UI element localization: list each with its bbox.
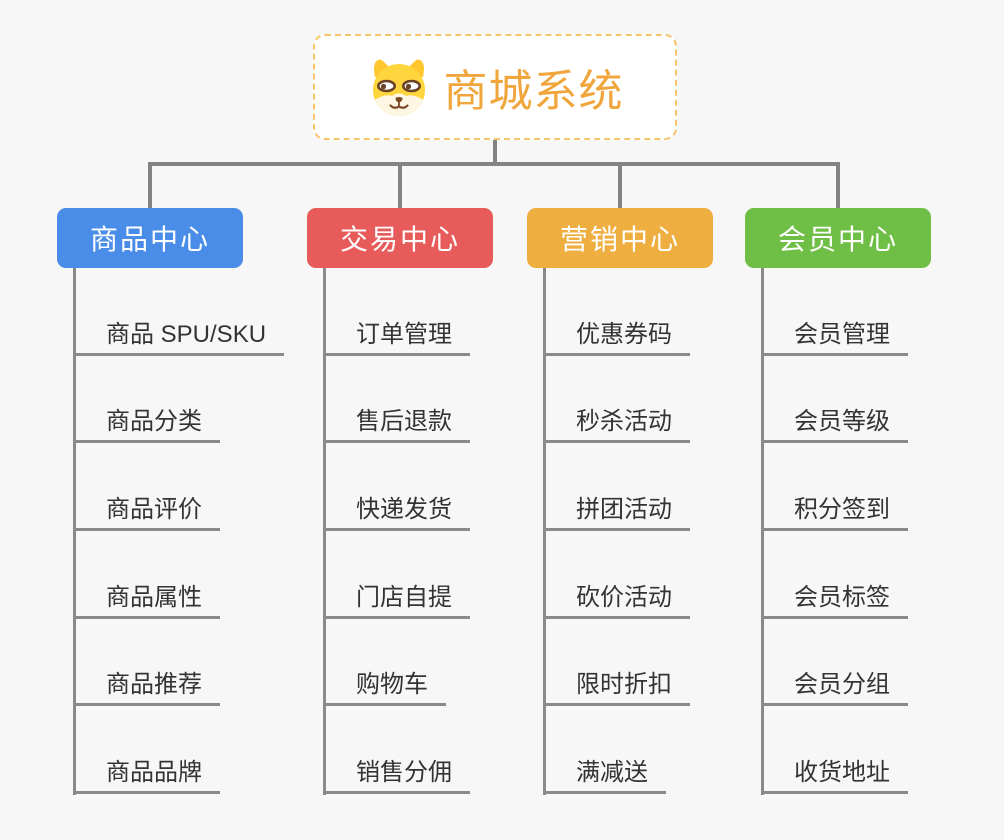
connector-spine-marketing — [543, 268, 546, 795]
branch-marketing-center: 营销中心 优惠券码 秒杀活动 拼团活动 砍价活动 限时折扣 满减送 — [527, 208, 713, 795]
connector-drop-goods — [148, 165, 152, 208]
root-title: 商城系统 — [443, 67, 624, 116]
leaf-node[interactable]: 商品推荐 — [73, 663, 220, 706]
connector-spine-goods — [73, 268, 76, 795]
connector-spine-member — [761, 268, 764, 795]
leaf-node[interactable]: 订单管理 — [323, 313, 470, 356]
leaf-node[interactable]: 商品品牌 — [73, 751, 220, 794]
leaf-node[interactable]: 商品 SPU/SKU — [73, 313, 285, 356]
leaf-node[interactable]: 售后退款 — [323, 400, 470, 443]
branch-node-member-center[interactable]: 会员中心 — [745, 208, 931, 268]
branch-node-trade-center[interactable]: 交易中心 — [307, 208, 493, 268]
leaf-node[interactable]: 会员等级 — [761, 400, 908, 443]
connector-spine-trade — [323, 268, 326, 795]
branch-node-goods-center[interactable]: 商品中心 — [57, 208, 243, 268]
leaf-node[interactable]: 收货地址 — [761, 751, 908, 794]
leaf-node[interactable]: 购物车 — [323, 663, 446, 706]
connector-drop-trade — [398, 165, 402, 208]
leaf-node[interactable]: 销售分佣 — [323, 751, 470, 794]
leaf-node[interactable]: 拼团活动 — [543, 488, 690, 531]
leaf-node[interactable]: 优惠券码 — [543, 313, 690, 356]
leaf-node[interactable]: 满减送 — [543, 751, 666, 794]
leaf-node[interactable]: 快递发货 — [323, 488, 470, 531]
leaf-node[interactable]: 积分签到 — [761, 488, 908, 531]
branch-member-center: 会员中心 会员管理 会员等级 积分签到 会员标签 会员分组 收货地址 — [745, 208, 931, 795]
leaf-node[interactable]: 商品评价 — [73, 488, 220, 531]
connector-root-drop — [493, 140, 497, 163]
branch-trade-center: 交易中心 订单管理 售后退款 快递发货 门店自提 购物车 销售分佣 — [307, 208, 493, 795]
leaf-node[interactable]: 砍价活动 — [543, 576, 690, 619]
leaf-node[interactable]: 会员管理 — [761, 313, 908, 356]
connector-bus — [148, 162, 840, 166]
connector-drop-marketing — [618, 165, 622, 208]
leaf-node[interactable]: 秒杀活动 — [543, 400, 690, 443]
leaf-node[interactable]: 会员分组 — [761, 663, 908, 706]
root-node[interactable]: 商城系统 — [313, 34, 677, 140]
leaf-node[interactable]: 商品分类 — [73, 400, 220, 443]
leaf-node[interactable]: 商品属性 — [73, 576, 220, 619]
leaf-node[interactable]: 门店自提 — [323, 576, 470, 619]
leaf-node[interactable]: 会员标签 — [761, 576, 908, 619]
connector-drop-member — [836, 165, 840, 208]
leaf-node[interactable]: 限时折扣 — [543, 663, 690, 706]
branch-goods-center: 商品中心 商品 SPU/SKU 商品分类 商品评价 商品属性 商品推荐 商品品牌 — [57, 208, 285, 795]
branch-node-marketing-center[interactable]: 营销中心 — [527, 208, 713, 268]
dog-face-icon — [372, 59, 425, 116]
